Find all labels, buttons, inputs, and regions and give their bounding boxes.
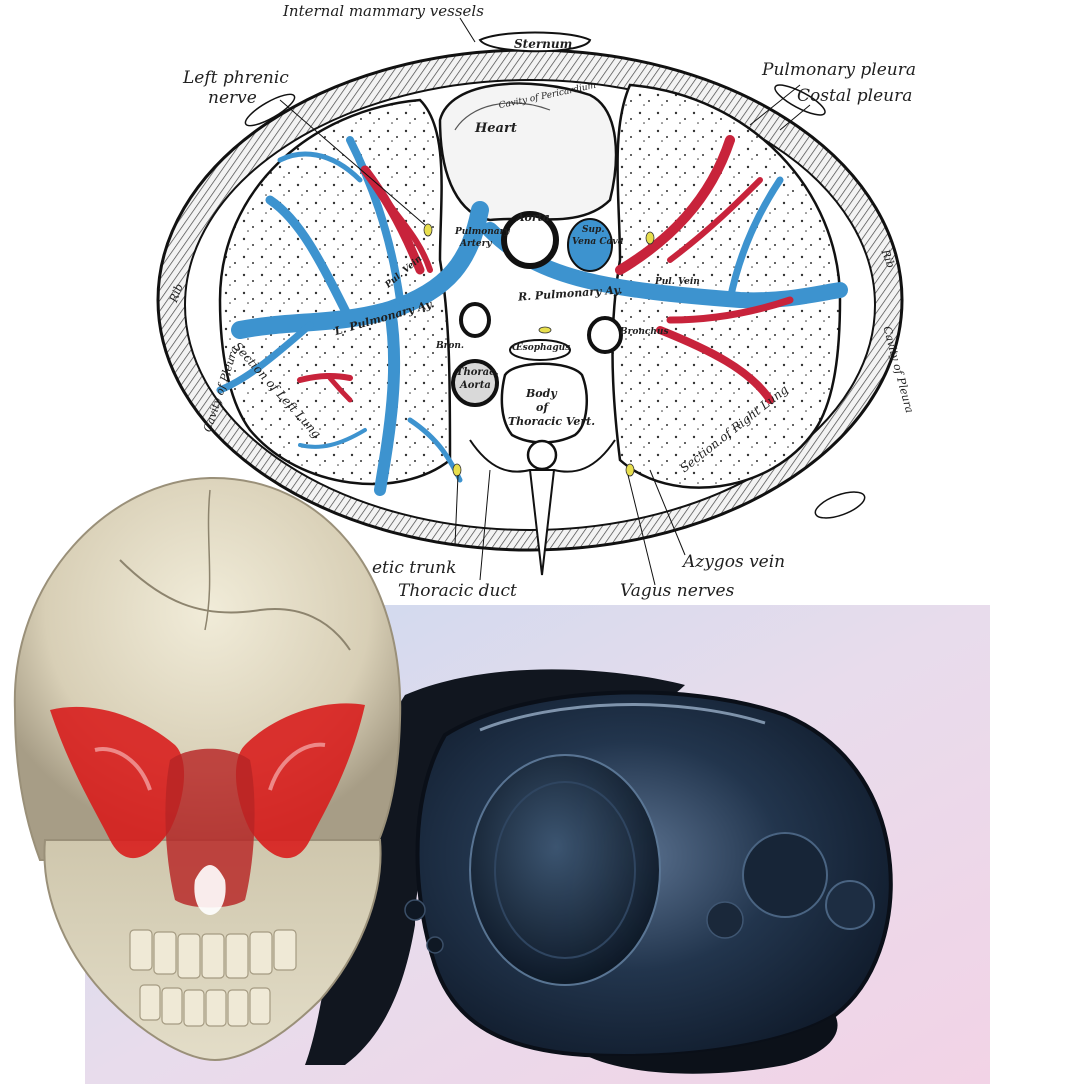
label-bronchus-left: Bron. xyxy=(436,341,465,351)
left-bronchus xyxy=(459,302,491,338)
headset-lens-left xyxy=(469,754,661,986)
label-vagus-nerves: Vagus nerves xyxy=(620,581,735,601)
nasal-aperture xyxy=(194,865,226,915)
label-azygos-vein: Azygos vein xyxy=(683,552,786,572)
label-bronchus-right: Bronchus xyxy=(620,327,669,337)
thoracic-aorta xyxy=(451,359,499,407)
label-pul-vein-right: Pul. Vein xyxy=(655,277,700,287)
label-sternum: Sternum xyxy=(514,37,573,51)
sphenoid-bone-body xyxy=(165,748,255,908)
right-lung xyxy=(611,83,842,489)
thorax-cross-section-illustration: Internal mammary vessels Sternum Left ph… xyxy=(150,0,930,610)
sternum xyxy=(478,31,592,53)
teeth xyxy=(129,929,297,1027)
pulmonary-veins xyxy=(297,135,794,404)
label-thoracic-aorta-line2: Aorta xyxy=(460,380,491,391)
esophagus xyxy=(509,339,571,361)
aorta xyxy=(501,211,559,269)
label-left-phrenic-nerve-line2: nerve xyxy=(208,88,257,108)
vagus-nerve-right xyxy=(625,463,635,477)
label-pulmonary-pleura: Pulmonary pleura xyxy=(762,60,916,80)
label-body-line2: of xyxy=(536,401,549,414)
label-left-phrenic-nerve-line1: Left phrenic xyxy=(183,68,289,88)
label-sup-vena-cava-line1: Sup. xyxy=(582,225,605,235)
headset-camera-2 xyxy=(825,880,875,930)
headset-back-shell xyxy=(305,669,685,1065)
spinous-process xyxy=(528,469,556,576)
label-esophagus: Œsophagus xyxy=(512,343,571,353)
label-thoracic-duct: Thoracic duct xyxy=(398,581,517,601)
skull-drawing xyxy=(13,476,402,1062)
sphenoid-bone-right-wing xyxy=(235,703,365,859)
right-bronchus xyxy=(587,316,623,354)
label-aorta: Aorta xyxy=(516,211,550,224)
thoracic-vertebra xyxy=(500,362,588,444)
sphenoid-bone-left-wing xyxy=(50,706,185,859)
skull-sphenoid-illustration xyxy=(0,460,420,1084)
label-thoracic-aorta-line1: Thorac. xyxy=(456,367,499,378)
heart xyxy=(438,82,618,222)
label-heart: Heart xyxy=(475,121,517,136)
vagus-nerve-left xyxy=(452,463,462,477)
superior-vena-cava xyxy=(567,218,613,272)
thorax-cross-section-drawing xyxy=(156,17,904,586)
label-sup-vena-cava-line2: Vena Cava xyxy=(572,237,624,247)
label-pulmonary-artery-line1: Pulmonary xyxy=(455,227,510,237)
label-sympathetic-trunk: etic trunk xyxy=(372,558,457,578)
right-phrenic-nerve xyxy=(645,231,655,245)
headset-camera-1 xyxy=(742,832,828,918)
label-body-line3: Thoracic Vert. xyxy=(508,415,596,428)
label-costal-pleura: Costal pleura xyxy=(797,86,913,106)
left-phrenic-nerve xyxy=(423,223,433,237)
label-internal-mammary-vessels: Internal mammary vessels xyxy=(283,2,484,20)
label-body-line1: Body xyxy=(526,387,557,400)
label-pulmonary-artery-line2: Artery xyxy=(460,239,492,249)
